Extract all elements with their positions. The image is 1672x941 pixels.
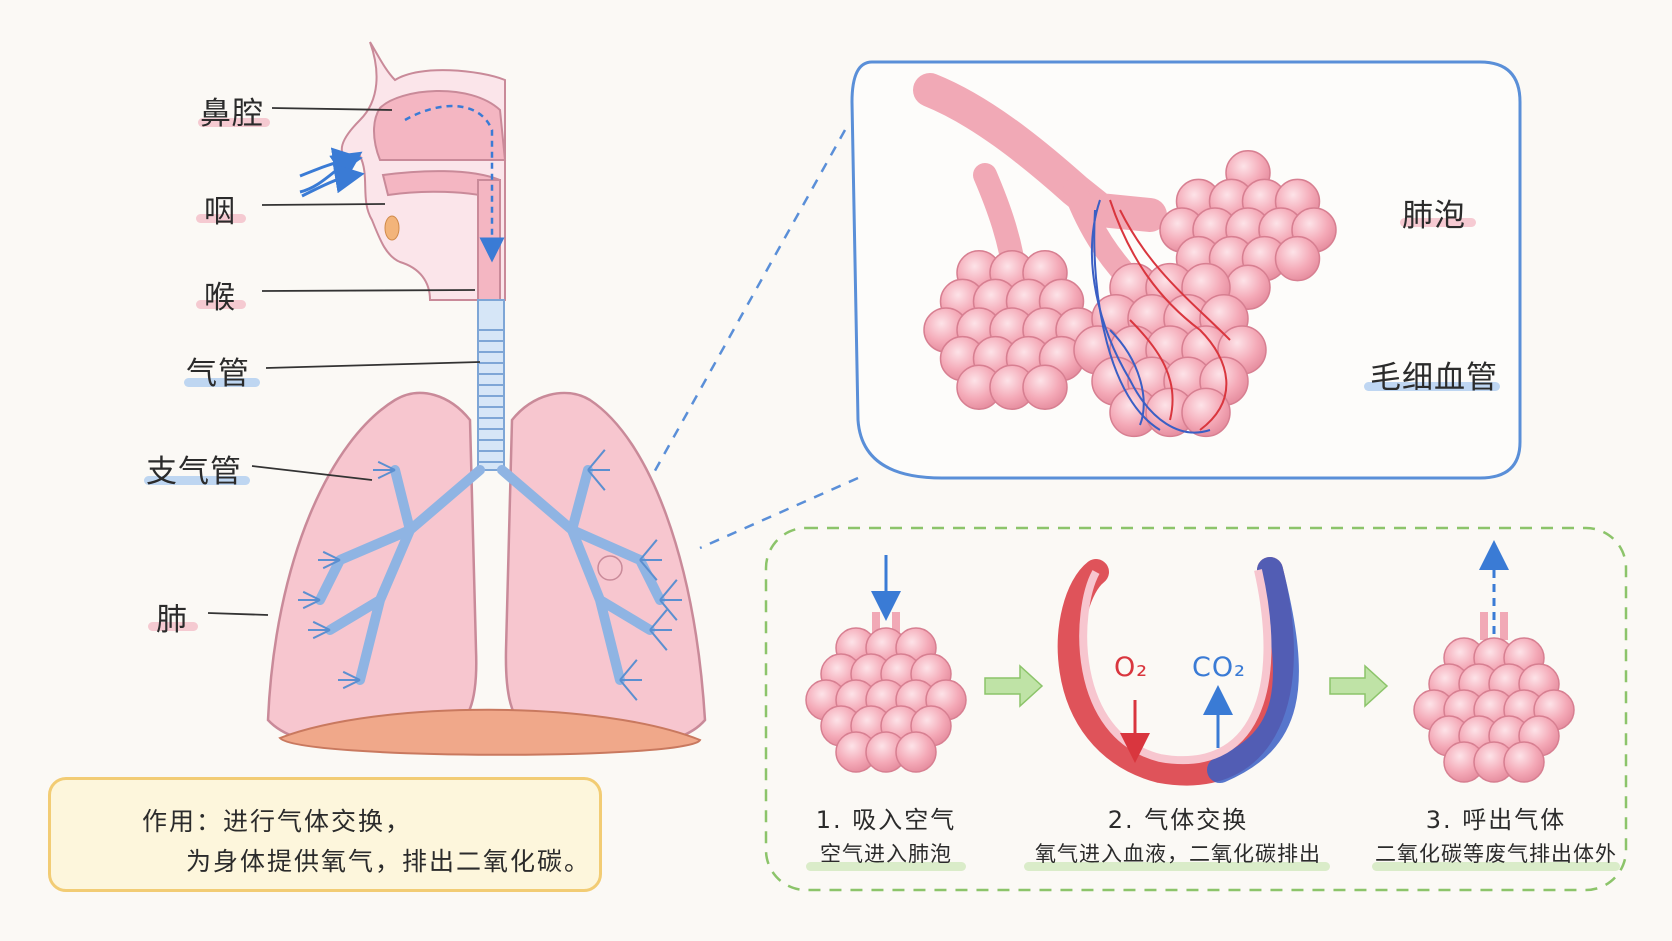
step-2-desc: 氧气进入血液，二氧化碳排出 — [1035, 842, 1321, 866]
larynx-highlight — [196, 300, 246, 309]
bronchiole-twig — [639, 539, 658, 561]
lungs — [266, 391, 707, 756]
step-3-highlight — [1372, 862, 1620, 871]
alveoli-highlight — [1400, 218, 1476, 227]
bronchiole-twig — [587, 449, 606, 471]
capillary — [1109, 199, 1228, 431]
capillary — [1109, 329, 1145, 426]
capillary — [1119, 209, 1231, 341]
bronchiole-twig — [312, 629, 331, 640]
bronchiole-twig — [659, 599, 678, 621]
bronchiole-twig — [342, 670, 361, 681]
head-airway — [299, 41, 507, 301]
pharynx-highlight — [196, 214, 246, 223]
bronchiole-twig — [322, 559, 341, 570]
bronchiole-twig — [302, 599, 321, 610]
bronchiole-twig — [639, 559, 658, 581]
function-box — [48, 777, 602, 892]
lung-highlight — [148, 622, 198, 631]
bronchiole-twig — [322, 550, 341, 561]
label-trachea: 气管 — [186, 356, 250, 392]
bronchiole-twig — [302, 590, 321, 601]
step-3-title: 3. 呼出气体 — [1425, 806, 1567, 834]
trachea-highlight — [184, 378, 260, 387]
capillary — [1090, 199, 1211, 434]
capillary — [1129, 319, 1174, 421]
capillaries-highlight — [1364, 382, 1500, 391]
zoom-frame — [650, 60, 1522, 550]
bronchiole-twig — [649, 629, 668, 651]
trachea-shape — [477, 299, 505, 471]
label-capillaries: 毛细血管 — [1370, 360, 1498, 396]
bronchiole-twig — [659, 579, 678, 601]
label-oxygen: O₂ — [1114, 652, 1149, 683]
bronchiole-twig — [587, 469, 606, 491]
alveolus — [895, 731, 937, 773]
label-nasal-cavity: 鼻腔 — [200, 96, 264, 132]
step-1-desc: 空气进入肺泡 — [820, 842, 952, 866]
bronchiole-twig — [342, 679, 361, 690]
alveolus — [1503, 741, 1545, 783]
bronchiole-twig — [377, 460, 396, 471]
process-frame — [764, 526, 1628, 892]
next-arrow-1 — [984, 664, 1044, 708]
label-alveoli: 肺泡 — [1402, 198, 1466, 234]
bronchiole-twig — [619, 659, 638, 681]
step-2-title: 2. 气体交换 — [1107, 806, 1249, 834]
label-pharynx: 咽 — [204, 194, 236, 230]
function-line-2: 为身体提供氧气，排出二氧化碳。 — [186, 847, 592, 876]
label-lung: 肺 — [156, 602, 188, 638]
function-line-1: 作用：进行气体交换， — [142, 807, 413, 836]
step-3-desc: 二氧化碳等废气排出体外 — [1375, 842, 1617, 866]
step-1-highlight — [806, 862, 966, 871]
alveolus — [1181, 387, 1231, 438]
alveolus — [1022, 364, 1068, 410]
bronchiole-twig — [649, 609, 668, 631]
next-arrow-2 — [1329, 664, 1389, 708]
label-carbon-dioxide: CO₂ — [1192, 652, 1246, 683]
bronchiole-twig — [619, 679, 638, 701]
bronchus-highlight — [144, 476, 250, 485]
alveolus — [1274, 235, 1321, 282]
step-2-highlight — [1024, 862, 1330, 871]
label-bronchus: 支气管 — [146, 454, 242, 490]
step-1-title: 1. 吸入空气 — [815, 806, 957, 834]
nasal-cavity-highlight — [198, 118, 270, 127]
label-larynx: 喉 — [204, 280, 236, 316]
bronchiole-twig — [377, 469, 396, 480]
bronchiole-twig — [312, 620, 331, 631]
